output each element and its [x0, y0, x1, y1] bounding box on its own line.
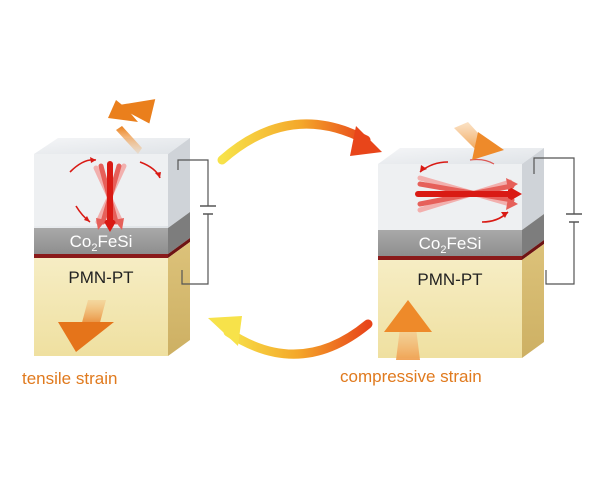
right-compressive-arrow-front — [384, 300, 432, 360]
tensile-strain-caption: tensile strain — [22, 369, 117, 388]
left-interface-line — [34, 254, 168, 258]
right-interface-line — [378, 256, 522, 260]
right-magnetization-arrows — [415, 175, 522, 213]
cycle-arrow-top — [217, 119, 382, 165]
compressive-strain-caption: compressive strain — [340, 367, 482, 386]
left-magnetization-arrows — [93, 161, 127, 232]
left-voltage-circuit — [177, 159, 216, 285]
right-compressive-arrow-top — [454, 122, 504, 160]
right-voltage-circuit — [533, 157, 582, 285]
cycle-arrow-bottom — [208, 316, 373, 359]
left-top-face — [34, 138, 190, 154]
left-tensile-arrow-top — [108, 99, 156, 154]
left-tensile-arrow-front — [58, 300, 114, 352]
right-film-layer — [378, 230, 522, 256]
left-substrate-label: PMN-PT — [68, 268, 133, 287]
right-sample-block: Co2FeSi PMN-PT — [378, 122, 582, 360]
left-film-layer — [34, 228, 168, 254]
right-film-label: Co2FeSi — [419, 234, 482, 256]
left-sample-block: Co2FeSi PMN-PT — [34, 99, 216, 356]
right-substrate-label: PMN-PT — [417, 270, 482, 289]
right-top-face — [378, 148, 544, 164]
left-film-label: Co2FeSi — [70, 232, 133, 254]
